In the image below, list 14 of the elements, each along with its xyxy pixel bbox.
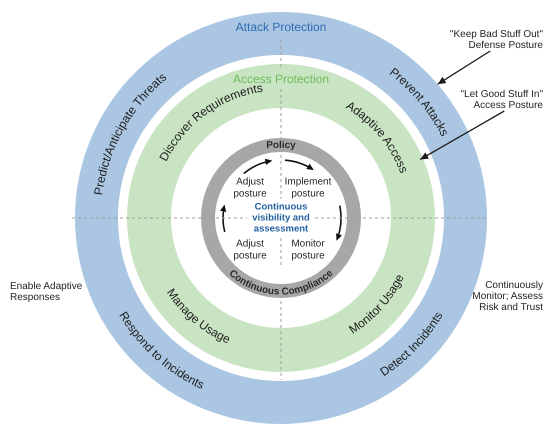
callout-label: "Let Good Stuff In" Access Posture — [457, 89, 543, 111]
ring-title: Access Protection — [232, 72, 330, 86]
side-note: Enable Adaptive Responses — [10, 281, 84, 303]
callout-label: "Keep Bad Stuff Out" Defense Posture — [447, 29, 543, 51]
step-label: Adjust posture — [233, 176, 267, 200]
step-label: Implement posture — [284, 176, 332, 200]
step-label: Adjust posture — [233, 238, 267, 262]
center-label: Continuous visibility and assessment — [251, 202, 311, 234]
side-note: Continuously Monitor; Assess Risk and Trust — [471, 280, 543, 313]
arrow — [420, 110, 505, 160]
ring-title: Attack Protection — [236, 20, 326, 34]
step-label: Monitor posture — [291, 238, 325, 262]
ring-label: Policy — [266, 140, 296, 152]
arrow — [437, 50, 491, 85]
